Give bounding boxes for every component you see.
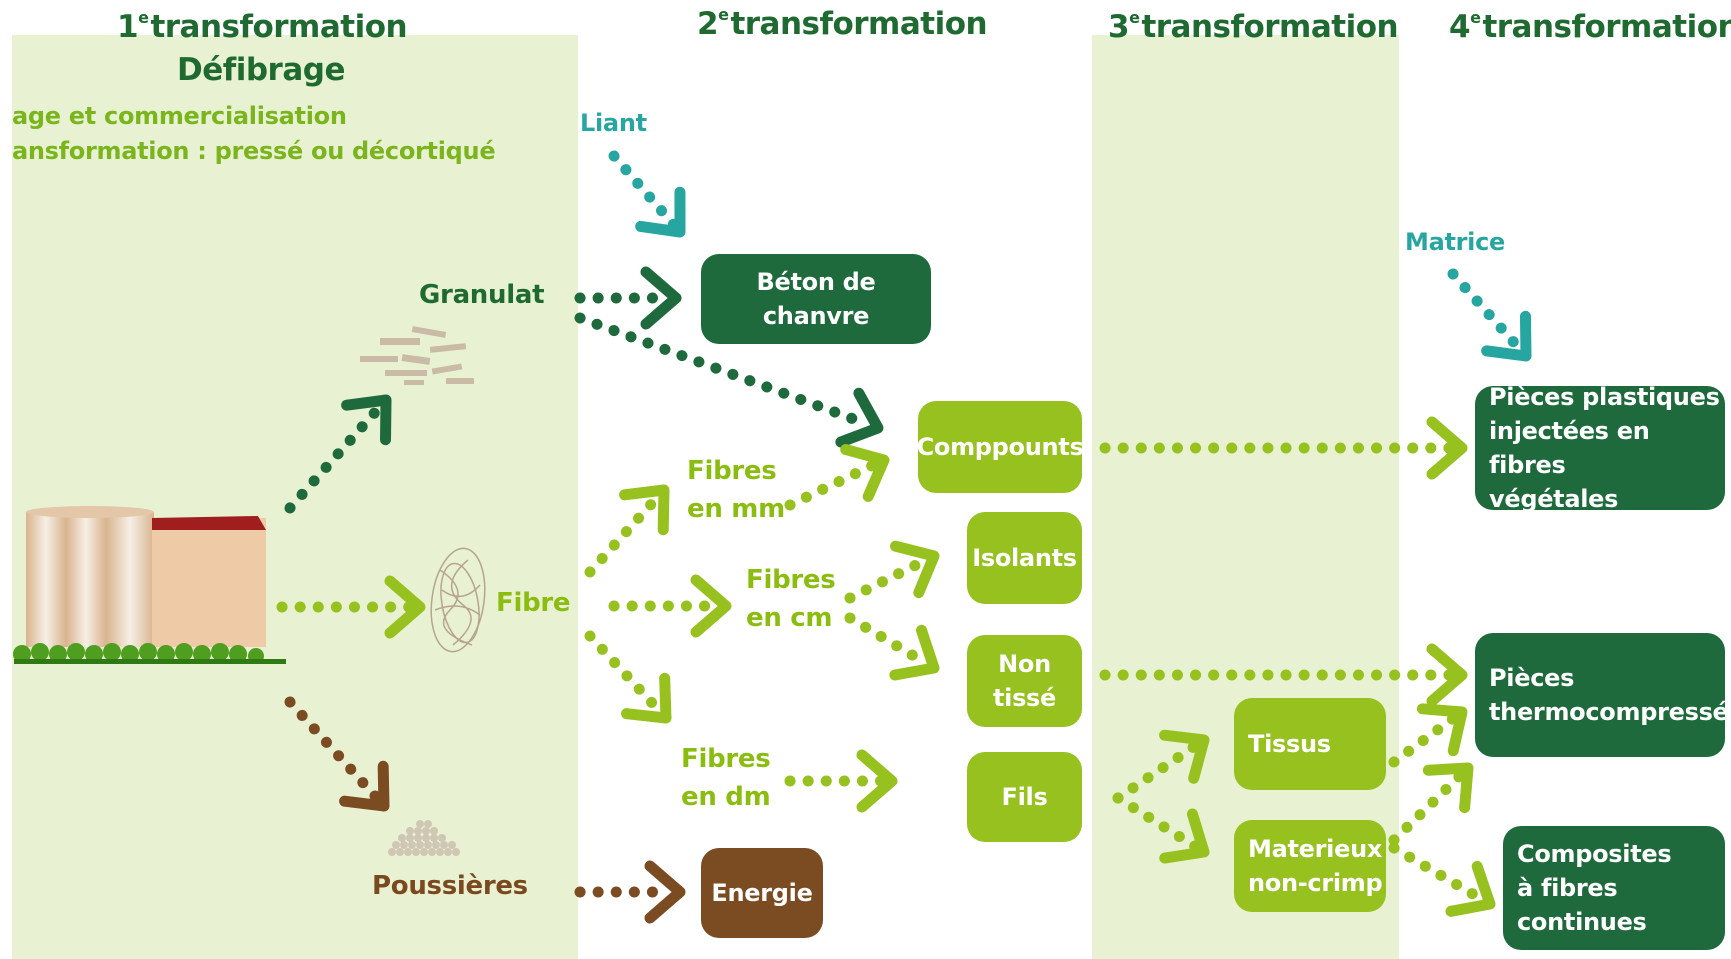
- label-granulat: Granulat: [419, 280, 545, 310]
- label-fibres-cm-line1: Fibres: [746, 565, 836, 595]
- arrow-fibre-to-fibres-mm: [584, 484, 670, 578]
- box-composites: Composites à fibres continues: [1503, 826, 1725, 950]
- arrow-poussieres-to-energie: [574, 860, 686, 924]
- dust-pile-icon: [388, 820, 460, 856]
- arrow-fibres-dm-to-fils: [784, 749, 898, 813]
- arrow-fibres-cm-to-isolants: [844, 540, 940, 604]
- arrow-fibre-to-fibres-cm: [608, 574, 732, 638]
- arrow-fibres-cm-to-non-tisse: [844, 612, 940, 681]
- arrow-granulat-to-beton: [574, 266, 682, 330]
- arrow-non-tisse-to-pieces-thermo: [1099, 643, 1468, 707]
- label-matrice: Matrice: [1405, 228, 1506, 256]
- label-fibres-mm: Fibres en mm: [687, 452, 785, 528]
- arrow-materieux-to-composites: [1388, 842, 1496, 917]
- box-beton-de-chanvre: Béton de chanvre: [701, 254, 931, 344]
- label-poussieres: Poussières: [372, 871, 528, 901]
- arrow-source-to-fibre: [276, 575, 426, 639]
- arrow-fibre-to-fibres-dm: [584, 630, 672, 724]
- label-fibre: Fibre: [496, 588, 571, 618]
- label-fibres-dm-line2: en dm: [681, 782, 771, 812]
- subtitle-line-1: age et commercialisation: [12, 102, 347, 130]
- arrow-layer: [276, 150, 1532, 924]
- arrow-comppounts-to-pieces-plastiques: [1099, 416, 1468, 480]
- label-fibres-dm-line1: Fibres: [681, 744, 771, 774]
- arrow-fils-to-tissus: [1112, 729, 1210, 804]
- arrow-granulat-to-comppounts: [574, 312, 884, 448]
- fiber-tangle-icon: [430, 547, 486, 653]
- box-energie: Energie: [701, 848, 823, 938]
- box-comppounts: Comppounts: [917, 401, 1084, 493]
- header-transformation-2: 2etransformation: [697, 5, 988, 42]
- box-tissus: Tissus: [1234, 698, 1386, 790]
- arrow-matrice-to-pieces-plastiques: [1447, 268, 1532, 362]
- granulate-icon: [360, 326, 474, 385]
- label-fibres-cm-line2: en cm: [746, 603, 833, 633]
- label-fibres-mm-line1: Fibres: [687, 456, 777, 486]
- box-pieces-plastiques: Pièces plastiques injectées en fibres vé…: [1475, 383, 1725, 513]
- header-transformation-3: 3etransformation: [1108, 8, 1399, 45]
- box-pieces-thermocompressees: Pièces thermocompressées: [1475, 633, 1731, 757]
- header-transformation-1: 1etransformation: [117, 8, 408, 45]
- label-fibres-cm: Fibres en cm: [746, 561, 836, 637]
- arrow-source-to-granulat: [284, 394, 392, 514]
- band-transformation-1: [12, 35, 578, 959]
- box-fils: Fils: [967, 752, 1082, 842]
- box-materieux-non-crimp: Materieux non-crimp: [1234, 820, 1386, 912]
- arrow-fils-to-materieux: [1112, 792, 1210, 864]
- box-isolants: Isolants: [967, 512, 1082, 604]
- label-fibres-mm-line2: en mm: [687, 494, 785, 524]
- box-non-tisse: Non tissé: [967, 635, 1082, 727]
- arrow-source-to-poussieres: [284, 696, 390, 812]
- band-transformation-3: [1092, 35, 1399, 959]
- arrow-fibres-mm-to-comppounts: [784, 444, 890, 511]
- arrow-materieux-to-pieces-thermo: [1388, 762, 1474, 846]
- hemp-bales-icon: [13, 506, 286, 664]
- subtitle-line-2: ansformation : pressé ou décortiqué: [12, 137, 496, 165]
- header-defibrage: Défibrage: [177, 52, 345, 88]
- label-fibres-dm: Fibres en dm: [681, 740, 771, 816]
- header-transformation-4: 4etransformation: [1449, 8, 1731, 45]
- arrow-tissus-to-pieces-thermo: [1388, 703, 1468, 768]
- arrow-liant-to-beton: [608, 150, 686, 238]
- label-liant: Liant: [580, 109, 647, 137]
